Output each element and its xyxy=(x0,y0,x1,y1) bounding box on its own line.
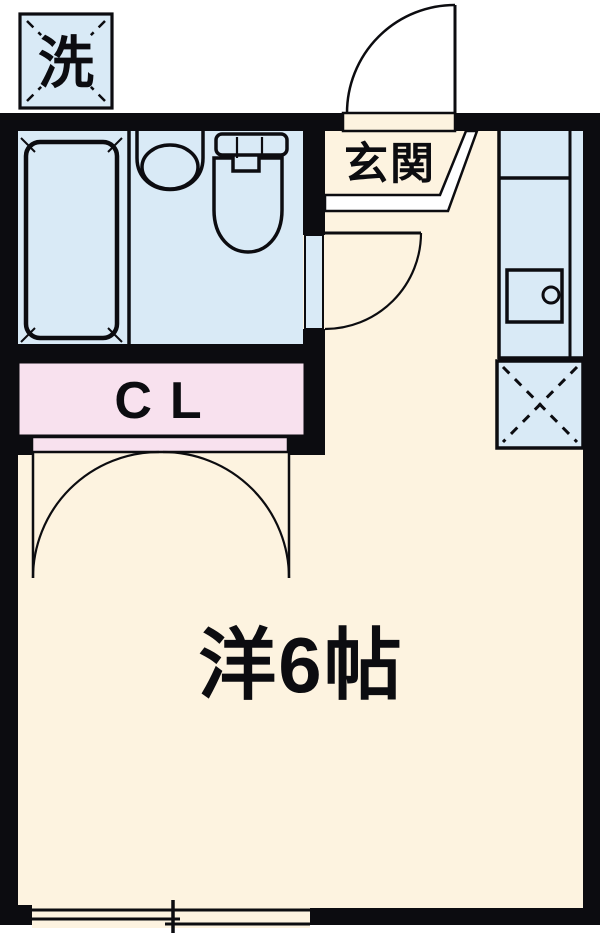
walls xyxy=(0,113,600,925)
washing-machine-corner-dashes xyxy=(26,20,106,102)
entrance-threshold xyxy=(341,111,457,133)
closet xyxy=(16,360,307,579)
room-label: 洋6帖 xyxy=(198,621,403,709)
washing-machine-box xyxy=(18,12,114,110)
bathroom-right-wall-lower xyxy=(303,329,325,362)
right-wall xyxy=(583,113,600,925)
bathtub xyxy=(23,139,120,341)
closet-door-track xyxy=(30,435,290,454)
bathroom-bottom-wall xyxy=(0,344,325,362)
bathroom-door-swing xyxy=(324,232,423,331)
toilet-hinge-ticks xyxy=(235,137,264,158)
toilet-bowl xyxy=(212,156,284,254)
closet-left-jamb xyxy=(18,437,32,455)
labels: 洗 玄関 CL 洋6帖 xyxy=(38,32,436,710)
closet-door-swing-right xyxy=(162,450,291,579)
washer-label: 洗 xyxy=(38,32,94,95)
toilet-tank xyxy=(214,132,289,157)
bottom-wall-left xyxy=(0,905,32,925)
bathroom-right-wall-upper xyxy=(303,131,325,235)
entrance-door-swing xyxy=(345,3,456,114)
sliding-window xyxy=(32,900,310,933)
bathtub-corner-ticks xyxy=(20,137,123,343)
left-wall xyxy=(0,113,18,925)
entrance-label: 玄関 xyxy=(344,140,436,189)
bathroom-door-opening xyxy=(304,234,324,330)
kitchen xyxy=(495,131,585,450)
top-wall-left xyxy=(0,113,343,131)
washbasin-bowl xyxy=(140,143,200,191)
kitchen-sink xyxy=(505,268,564,324)
top-wall-right xyxy=(455,113,600,131)
bathroom-unit xyxy=(20,131,289,344)
kitchen-faucet xyxy=(541,285,561,305)
closet-right-wall xyxy=(305,362,325,455)
bottom-wall-right xyxy=(310,908,600,925)
entrance xyxy=(341,3,457,133)
refrigerator-space-cross xyxy=(501,365,579,444)
closet-label: CL xyxy=(114,372,219,430)
closet-right-jamb xyxy=(288,437,305,455)
washing-machine-space xyxy=(18,12,114,110)
closet-door-swing-left xyxy=(31,450,160,579)
bathroom-door xyxy=(304,231,423,331)
